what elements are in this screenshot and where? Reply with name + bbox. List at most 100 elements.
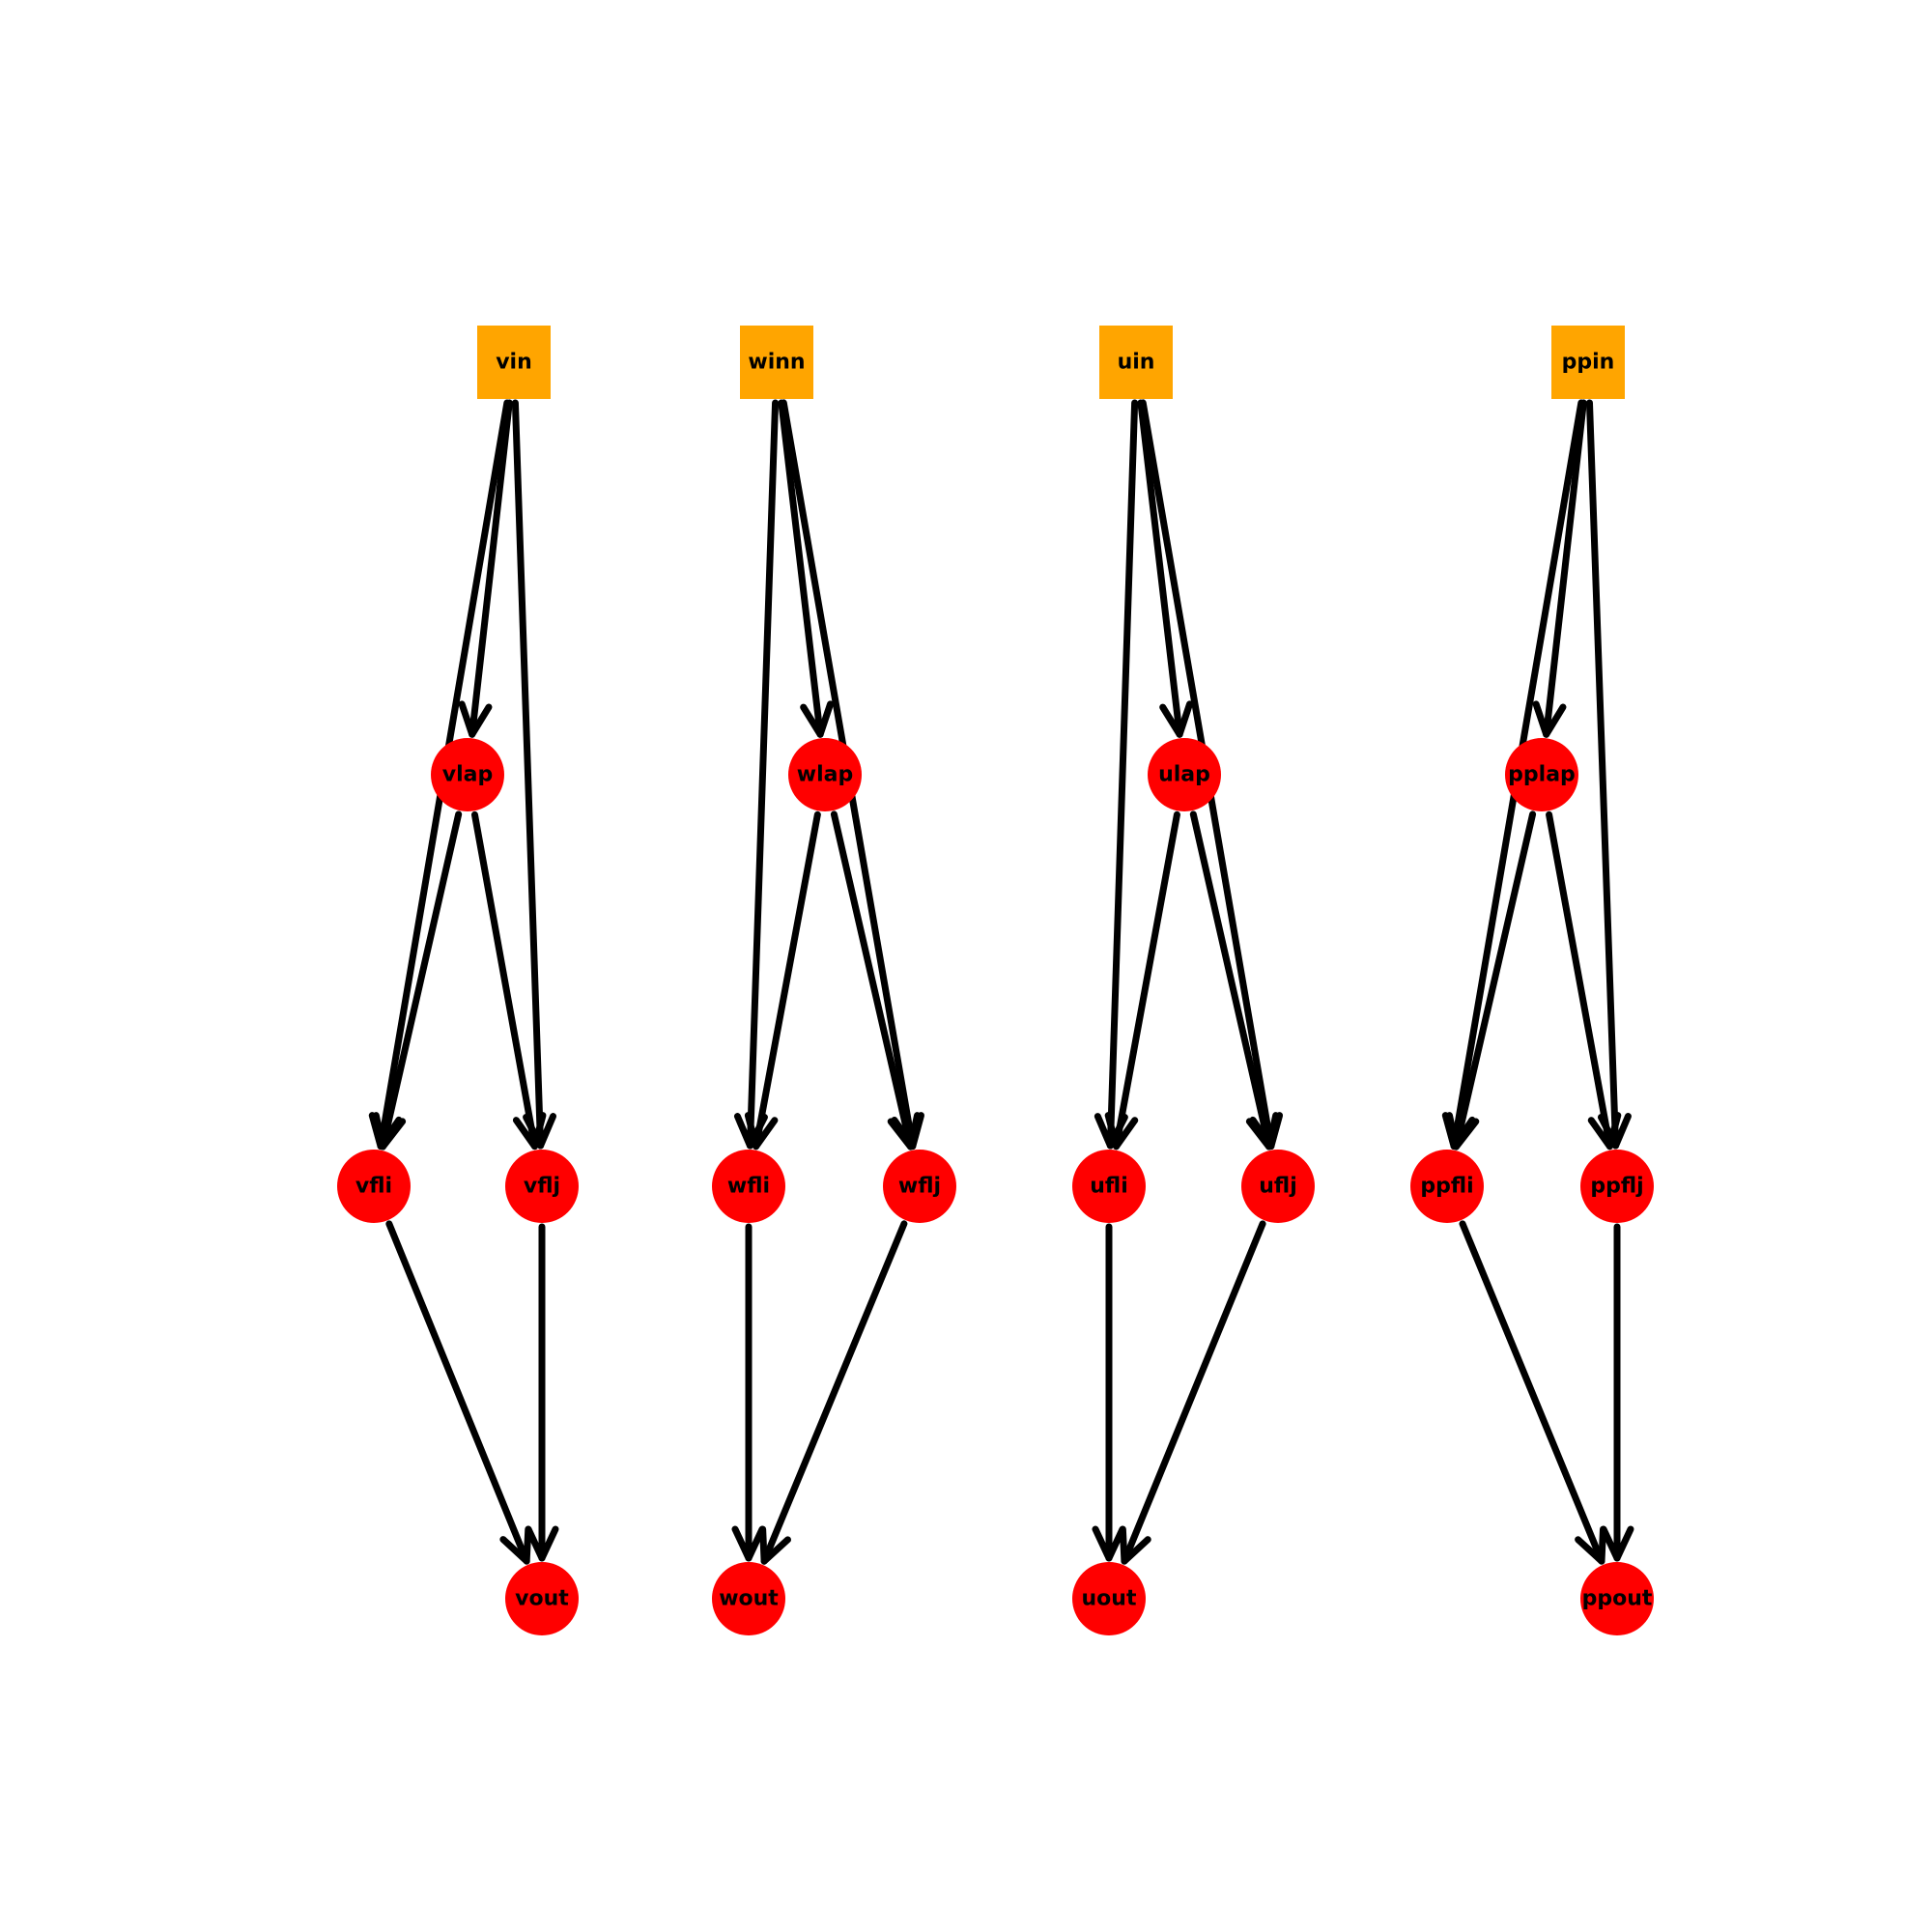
node-label: vfli (355, 1175, 392, 1199)
edge-line (511, 399, 545, 1150)
node-label: pplap (1508, 763, 1576, 787)
edge-line (753, 810, 821, 1151)
edge-wflj-to-wout (759, 1220, 908, 1565)
edge-ulap-to-uflj (1189, 810, 1280, 1151)
edge-line (760, 1220, 908, 1565)
edge-ufli-to-uout (1092, 1223, 1126, 1562)
edge-uin-to-ulap (1137, 399, 1194, 738)
node-ppin: ppin (1551, 326, 1625, 399)
input-node-square (1551, 326, 1625, 399)
node-label: wfli (727, 1175, 770, 1199)
edge-line (746, 399, 780, 1150)
edge-line (1543, 399, 1587, 738)
edge-line (1113, 810, 1180, 1151)
node-uout: uout (1072, 1562, 1146, 1635)
arrowhead (1245, 1112, 1280, 1151)
op-node-circle (337, 1150, 411, 1223)
node-label: uout (1082, 1587, 1137, 1611)
arrowhead (1092, 1525, 1126, 1562)
node-wlap: wlap (788, 738, 862, 811)
arrowhead (1159, 700, 1194, 738)
edge-wfli-to-wout (731, 1223, 766, 1562)
input-node-square (740, 326, 813, 399)
node-label: uin (1118, 351, 1155, 375)
op-node-circle (1580, 1150, 1654, 1223)
edge-line (1585, 399, 1620, 1150)
node-pplap: pplap (1505, 738, 1578, 811)
node-label: ppout (1582, 1587, 1653, 1611)
arrowhead (731, 1525, 766, 1562)
op-node-circle (883, 1150, 956, 1223)
edge-pplap-to-ppflj (1546, 810, 1622, 1151)
edge-line (1459, 1220, 1605, 1565)
arrowhead (1119, 1525, 1151, 1565)
edge-vflj-to-vout (525, 1223, 559, 1562)
arrowhead (458, 700, 493, 738)
node-label: ufli (1090, 1175, 1128, 1199)
edge-line (830, 810, 915, 1151)
edge-wlap-to-wflj (830, 810, 922, 1151)
edge-vlap-to-vflj (470, 810, 547, 1151)
edge-ppflj-to-ppout (1600, 1223, 1634, 1562)
input-node-square (477, 326, 551, 399)
arrowhead (1104, 1112, 1139, 1151)
node-label: wflj (898, 1175, 941, 1199)
edge-ulap-to-ufli (1104, 810, 1180, 1151)
node-label: ppfli (1420, 1175, 1473, 1199)
arrowhead (744, 1112, 779, 1151)
node-wout: wout (712, 1562, 785, 1635)
arrowhead (887, 1112, 922, 1151)
node-label: uflj (1259, 1175, 1297, 1199)
node-wfli: wfli (712, 1150, 785, 1223)
arrowhead (1587, 1112, 1622, 1151)
edge-line (1121, 1220, 1266, 1565)
arrowhead (1600, 1525, 1634, 1562)
edge-winn-to-wlap (778, 399, 835, 738)
edge-vfli-to-vout (385, 1220, 532, 1565)
arrowhead (525, 1525, 559, 1562)
edge-vin-to-vflj (511, 399, 557, 1150)
op-node-circle (505, 1150, 579, 1223)
edge-line (469, 399, 513, 738)
op-node-circle (1505, 738, 1578, 811)
arrowhead (512, 1112, 547, 1151)
arrowhead (499, 1525, 532, 1565)
arrowhead (759, 1525, 792, 1565)
node-ulap: ulap (1148, 738, 1221, 811)
node-vout: vout (505, 1562, 579, 1635)
node-vfli: vfli (337, 1150, 411, 1223)
edge-uflj-to-uout (1119, 1220, 1266, 1565)
node-label: wout (719, 1587, 779, 1611)
edge-line (1546, 810, 1613, 1151)
edge-pplap-to-ppfli (1445, 810, 1537, 1151)
edge-line (1189, 810, 1273, 1151)
edge-vin-to-vlap (458, 399, 513, 738)
node-ppout: ppout (1580, 1562, 1654, 1635)
op-node-circle (1241, 1150, 1315, 1223)
op-node-circle (1580, 1562, 1654, 1635)
node-vflj: vflj (505, 1150, 579, 1223)
node-label: ulap (1158, 763, 1210, 787)
node-vlap: vlap (431, 738, 504, 811)
node-uin: uin (1099, 326, 1173, 399)
edge-line (470, 810, 539, 1151)
op-node-circle (1072, 1150, 1146, 1223)
op-node-circle (712, 1150, 785, 1223)
node-ufli: ufli (1072, 1150, 1146, 1223)
edge-line (385, 1220, 530, 1565)
op-node-circle (1148, 738, 1221, 811)
node-winn: winn (740, 326, 813, 399)
arrowhead (1575, 1525, 1607, 1565)
op-node-circle (505, 1562, 579, 1635)
arrowhead (1445, 1112, 1480, 1151)
input-node-square (1099, 326, 1173, 399)
op-node-circle (431, 738, 504, 811)
edge-line (778, 399, 824, 738)
edge-ppin-to-pplap (1532, 399, 1587, 738)
op-node-circle (712, 1562, 785, 1635)
arrowhead (1532, 700, 1567, 738)
op-node-circle (788, 738, 862, 811)
edge-ppin-to-ppflj (1585, 399, 1632, 1150)
